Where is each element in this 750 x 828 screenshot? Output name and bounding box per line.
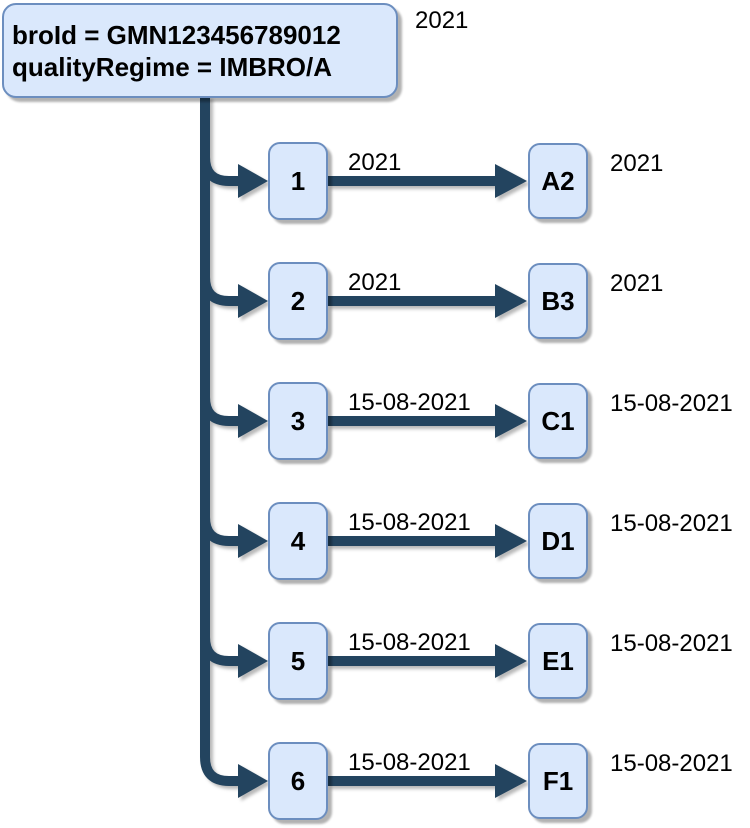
target-node-A2: A2: [528, 143, 588, 219]
target-node-F1: F1: [528, 743, 588, 819]
tube-node-3: 3: [268, 382, 328, 460]
root-node-broid-line: broId = GMN123456789012: [12, 19, 341, 50]
branch-arrowhead-1: [238, 164, 268, 198]
target-node-E1: E1: [528, 623, 588, 699]
branch-connector-3: [200, 396, 239, 426]
edge-date-label-1: 2021: [348, 149, 402, 176]
target-date-label-3: 15-08-2021: [610, 390, 733, 417]
branch-connector-5: [200, 636, 239, 666]
branch-arrowhead-5: [238, 644, 268, 678]
trunk-connector: [200, 96, 239, 786]
edge-date-label-3: 15-08-2021: [348, 389, 471, 416]
edge-date-label-6: 15-08-2021: [348, 749, 471, 776]
branch-connector-2: [200, 276, 239, 306]
edge-arrowhead-1: [495, 164, 527, 198]
root-node-year-label: 2021: [415, 7, 469, 34]
target-node-B3: B3: [528, 263, 588, 339]
target-node-C1: C1: [528, 383, 588, 459]
tube-node-2: 2: [268, 262, 328, 340]
branch-arrowhead-6: [238, 764, 268, 798]
tube-node-6: 6: [268, 742, 328, 820]
edge-arrowhead-5: [495, 644, 527, 678]
tube-node-1: 1: [268, 142, 328, 220]
tube-node-4: 4: [268, 502, 328, 580]
root-node-qualityregime-line: qualityRegime = IMBRO/A: [12, 51, 332, 82]
edge-date-label-5: 15-08-2021: [348, 629, 471, 656]
branch-arrowhead-2: [238, 284, 268, 318]
target-date-label-5: 15-08-2021: [610, 630, 733, 657]
target-date-label-2: 2021: [610, 270, 664, 297]
branch-arrowhead-3: [238, 404, 268, 438]
edge-arrowhead-6: [495, 764, 527, 798]
target-date-label-1: 2021: [610, 150, 664, 177]
tube-node-5: 5: [268, 622, 328, 700]
branch-arrowhead-4: [238, 524, 268, 558]
target-date-label-6: 15-08-2021: [610, 750, 733, 777]
edge-date-label-4: 15-08-2021: [348, 509, 471, 536]
target-date-label-4: 15-08-2021: [610, 510, 733, 537]
edge-arrowhead-3: [495, 404, 527, 438]
edge-date-label-2: 2021: [348, 269, 402, 296]
branch-connector-1: [200, 156, 239, 186]
edge-arrowhead-4: [495, 524, 527, 558]
target-node-D1: D1: [528, 503, 588, 579]
edge-arrowhead-2: [495, 284, 527, 318]
branch-connector-4: [200, 516, 239, 546]
root-node: broId = GMN123456789012 qualityRegime = …: [2, 3, 398, 98]
